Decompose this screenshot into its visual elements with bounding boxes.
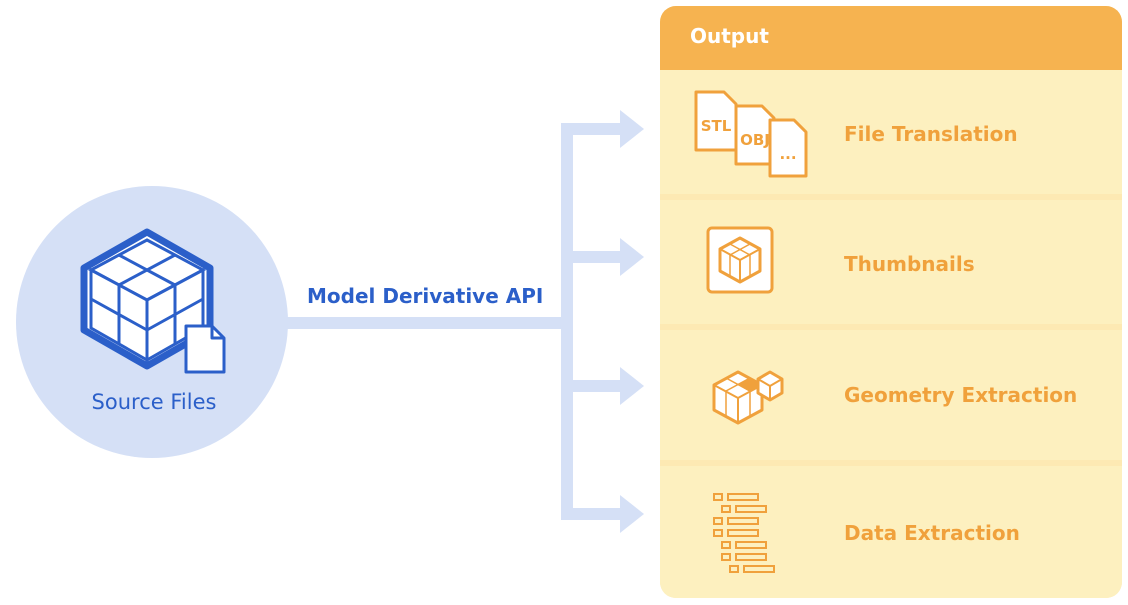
- main-connector-line: [286, 317, 568, 329]
- branch-arrow-3: [561, 367, 644, 405]
- thumbnail-cube-icon: [706, 226, 774, 294]
- row-label-geometry-extraction: Geometry Extraction: [844, 383, 1078, 407]
- row-label-thumbnails: Thumbnails: [844, 252, 975, 276]
- output-row-file-translation: STL OBJ ... File Translation: [660, 70, 1122, 194]
- branch-arrow-2: [561, 238, 644, 276]
- row-label-data-extraction: Data Extraction: [844, 521, 1020, 545]
- api-label: Model Derivative API: [307, 284, 544, 308]
- output-panel: Output STL OBJ ... File Translation: [660, 6, 1122, 598]
- output-row-data-extraction: Data Extraction: [660, 466, 1122, 598]
- output-title: Output: [690, 24, 769, 48]
- file-tag-more: ...: [779, 145, 796, 163]
- data-list-icon: [713, 493, 775, 573]
- source-files-label: Source Files: [91, 390, 217, 414]
- file-tag-obj: OBJ: [740, 131, 770, 149]
- geometry-cubes-icon: [712, 370, 784, 425]
- file-tag-stl: STL: [701, 117, 732, 135]
- source-cube-icon: [80, 228, 214, 370]
- document-icon: [184, 324, 226, 374]
- file-formats-icon: STL OBJ ...: [694, 90, 808, 178]
- vertical-trunk-line: [561, 123, 573, 520]
- output-row-thumbnails: Thumbnails: [660, 200, 1122, 324]
- branch-arrow-1: [561, 110, 644, 148]
- branch-arrow-4: [561, 495, 644, 533]
- output-header: Output: [660, 6, 1122, 70]
- output-row-geometry-extraction: Geometry Extraction: [660, 330, 1122, 460]
- row-label-file-translation: File Translation: [844, 122, 1018, 146]
